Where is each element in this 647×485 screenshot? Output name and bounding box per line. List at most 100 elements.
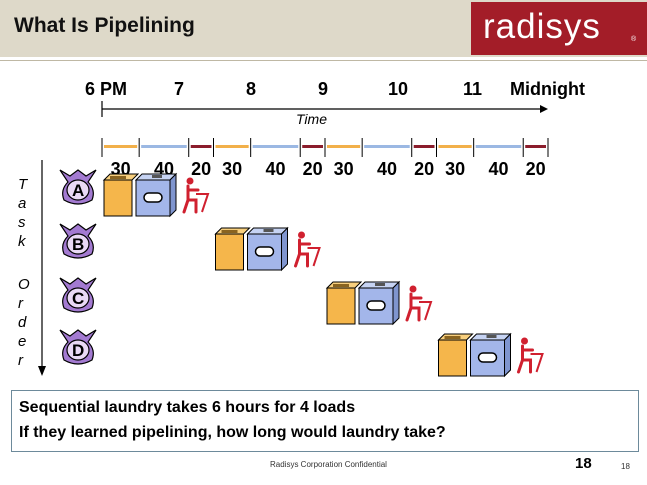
time-labels: 6 PM 7 8 9 10 11 Midnight [85,79,585,99]
task-order-letter-5: r [18,295,24,312]
time-axis-arrow [540,105,548,113]
duration-bar-4 [252,145,299,148]
logo-text: radisys [483,7,601,46]
task-row-B: B [59,223,321,272]
duration-bar-10 [475,145,522,148]
dryer-side [392,280,400,326]
task-row-D: D [59,329,544,378]
duration-bar-7 [364,145,410,148]
slide-number-small: 18 [621,462,630,471]
duration-label-8: 20 [414,159,434,179]
task-order-letter-8: r [18,352,24,369]
summary-text-box: Sequential laundry takes 6 hours for 4 l… [11,390,639,452]
summary-line-2: If they learned pipelining, how long wou… [19,424,446,441]
duration-label-9: 30 [445,159,465,179]
duration-bar-5 [302,145,323,148]
task-order-letter-2: s [18,214,26,231]
bag-label-circle [66,179,90,201]
task-label: B [72,235,84,254]
time-label-2: 8 [246,79,256,99]
duration-bar-11 [525,145,546,148]
washer-icon [103,179,133,217]
dryer-side [504,332,511,378]
washer-lid [221,230,238,233]
folder-head [298,231,305,239]
duration-bar-8 [413,145,435,148]
washer-icon [438,339,467,377]
duration-label-2: 20 [191,159,211,179]
task-order-letter-1: a [18,195,26,212]
duration-label-3: 30 [222,159,242,179]
folder-person-icon [182,184,200,214]
header-divider [0,57,647,61]
washer-icon [215,233,244,271]
duration-bar-1 [141,145,187,148]
dryer-door [254,246,275,257]
laundry-tasks: A B C D [59,169,544,378]
dryer-panel [375,283,385,286]
task-order-letter-6: d [18,314,27,331]
bag-label-circle [66,233,90,255]
washer-lid [110,176,126,179]
task-order-letter-7: e [18,333,26,350]
time-label-5: 11 [463,79,482,99]
pipelining-diagram: 6 PM 7 8 9 10 11 Midnight Time 30 40 20 30 40 20 30 4… [18,79,585,378]
radisys-logo: radisys ® [471,2,647,55]
folding-table-icon [307,247,321,267]
dryer-side [281,226,288,272]
dryer-door [143,192,163,203]
task-row-C: C [59,277,433,326]
dryer-panel [152,175,162,178]
duration-bar-0 [104,145,138,148]
dryer-side [169,172,177,218]
folder-person-icon [294,238,311,268]
washer-icon [326,287,356,325]
task-order-letter-4: O [18,276,30,293]
folder-head [521,337,528,345]
time-label-4: 10 [388,79,408,99]
time-label-6: Midnight [510,79,585,99]
dryer-door [366,300,386,311]
folding-table-icon [419,301,433,321]
registered-mark: ® [631,36,637,43]
bag-label-circle [66,287,90,309]
task-label: A [72,181,84,200]
duration-bar-9 [438,145,472,148]
dryer-panel [263,229,274,232]
folder-head [409,285,417,293]
duration-bar-6 [327,145,361,148]
slide-title: What Is Pipelining [14,14,195,37]
footer-confidential: Radisys Corporation Confidential [270,460,387,469]
duration-label-10: 40 [488,159,508,179]
slide-number: 18 [575,455,592,472]
duration-bar-3 [215,145,249,148]
time-axis-label: Time [296,111,327,127]
slide-header: What Is Pipelining radisys ® [0,0,647,57]
task-label: D [72,341,84,360]
task-order-arrow [38,366,46,376]
folder-head [186,177,194,185]
bag-label-circle [66,339,90,361]
folder-person-icon [405,292,423,322]
summary-line-1: Sequential laundry takes 6 hours for 4 l… [19,399,356,416]
task-order-letter-3: k [18,233,27,250]
time-label-0: 6 PM [85,79,127,99]
task-order-letter-0: T [18,176,29,193]
folder-person-icon [517,344,534,374]
task-label: C [72,289,84,308]
washer-lid [333,284,349,287]
duration-label-6: 30 [334,159,354,179]
time-label-1: 7 [174,79,184,99]
dryer-panel [486,335,497,338]
washer-lid [444,336,461,339]
time-label-3: 9 [318,79,328,99]
task-row-A: A [59,169,210,218]
duration-label-7: 40 [377,159,397,179]
dryer-door [477,352,498,363]
folding-table-icon [196,193,210,213]
duration-label-11: 20 [526,159,546,179]
duration-label-5: 20 [303,159,323,179]
duration-label-4: 40 [265,159,285,179]
